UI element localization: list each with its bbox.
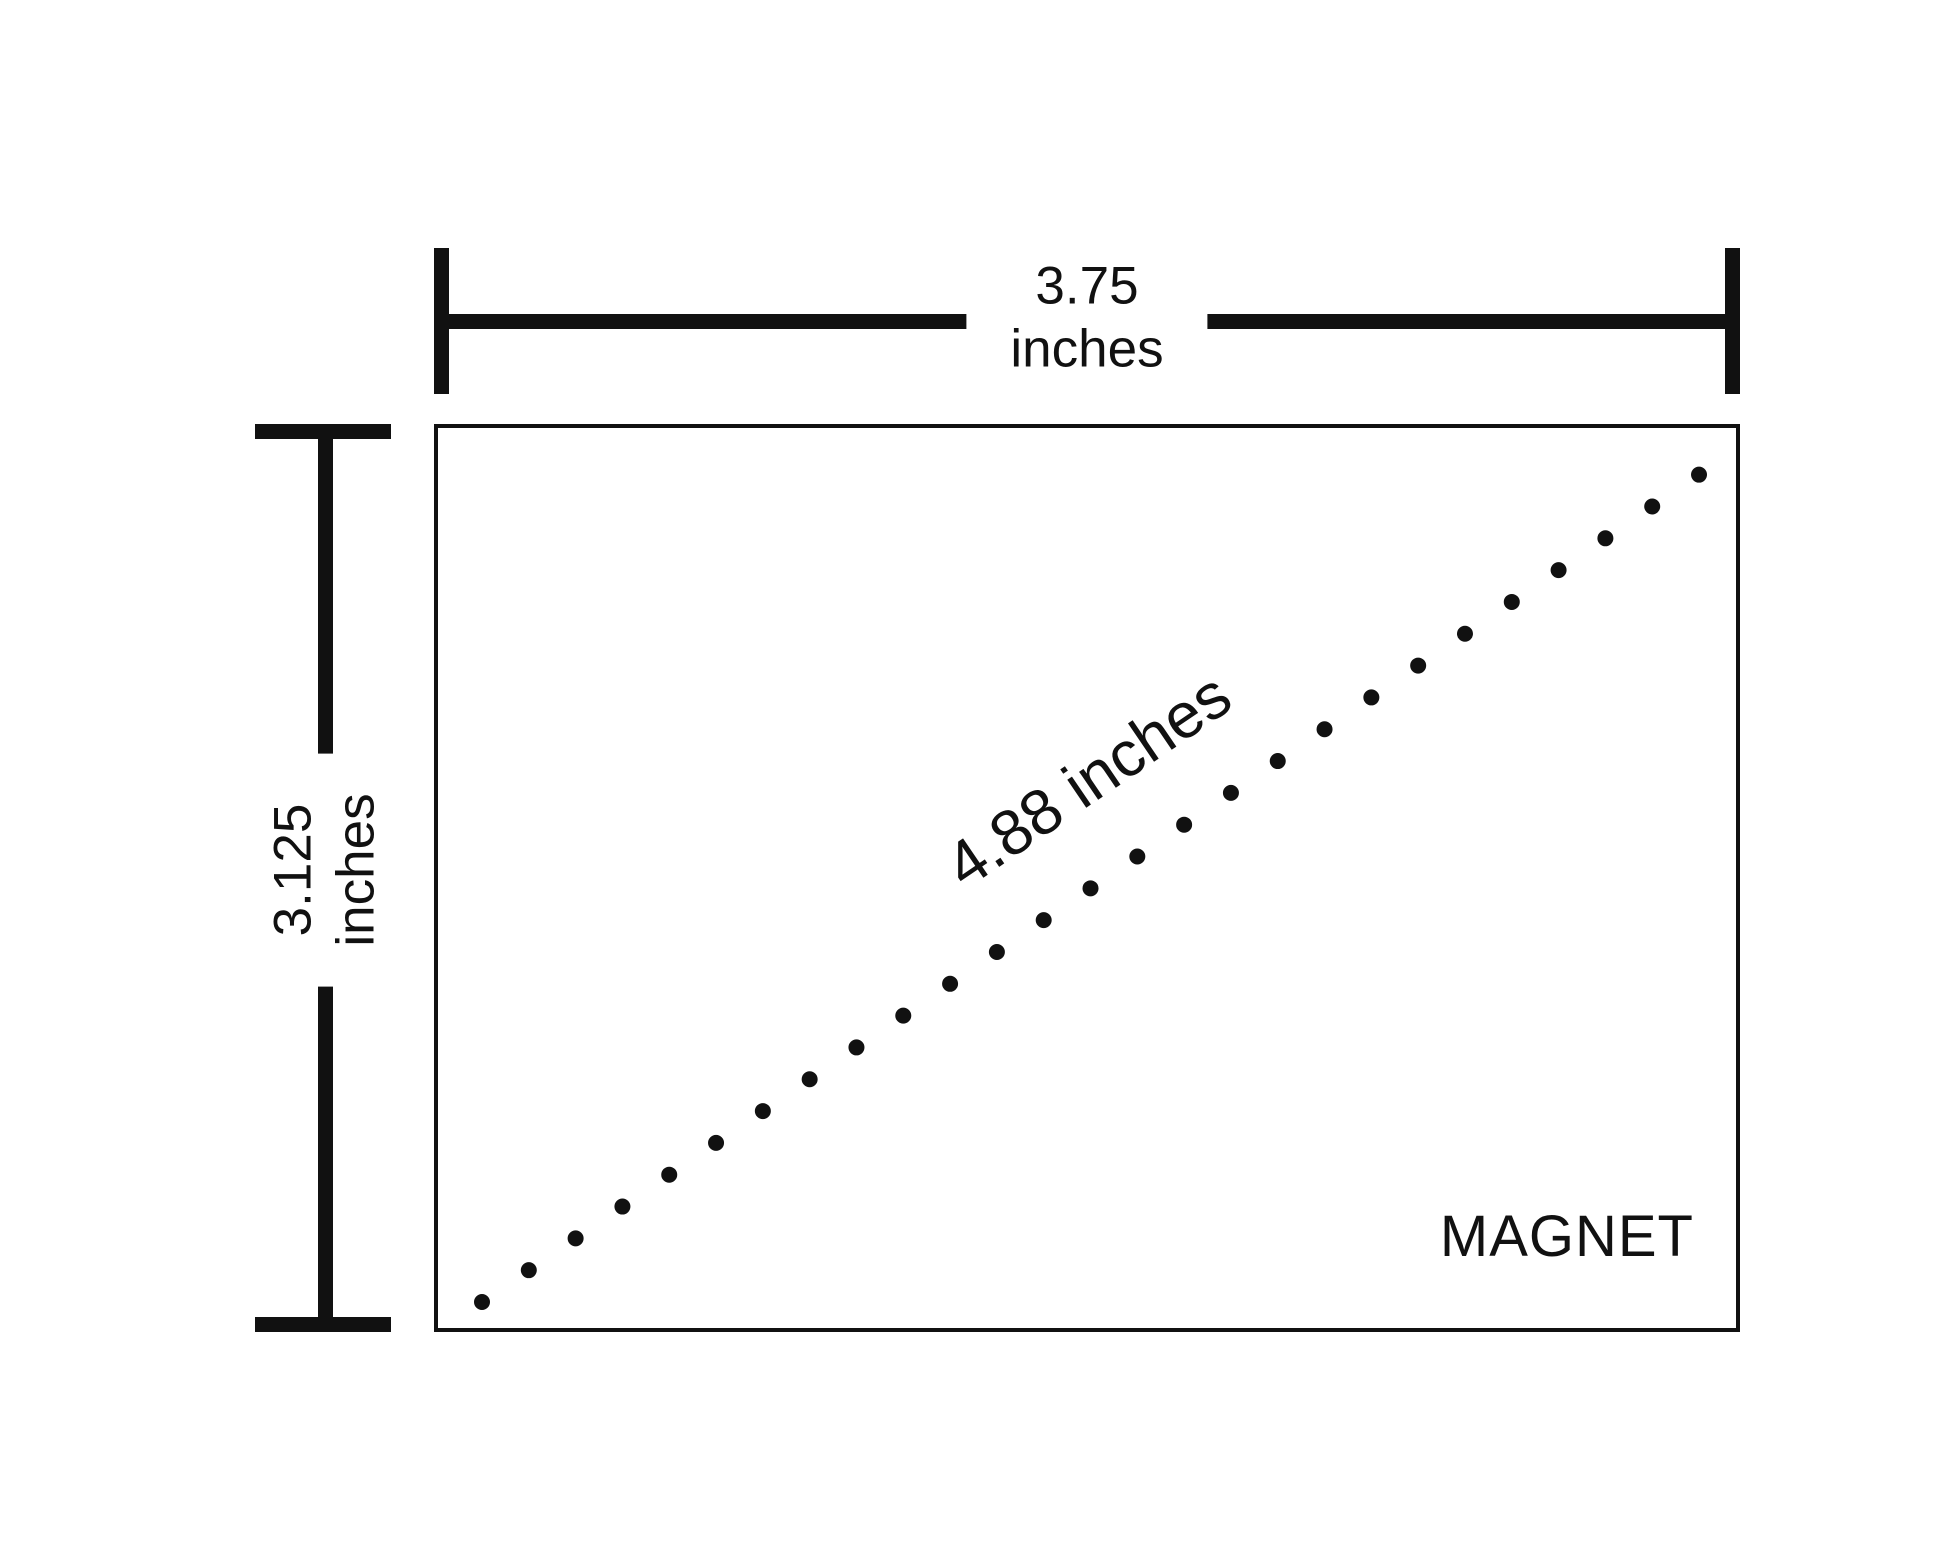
left-dimension-label: 3.125 inches bbox=[256, 753, 394, 987]
magnet-rectangle: 4.88 inches MAGNET bbox=[434, 424, 1740, 1332]
top-dimension-label: 3.75 inches bbox=[966, 251, 1208, 385]
magnet-label: MAGNET bbox=[1439, 1204, 1694, 1269]
top-dimension-left-cap bbox=[434, 248, 449, 394]
top-dimension-right-cap bbox=[1725, 248, 1740, 394]
top-dimension-value: 3.75 bbox=[1035, 256, 1139, 316]
top-dimension-unit: inches bbox=[1010, 319, 1164, 378]
left-dimension-unit: inches bbox=[326, 793, 385, 947]
diagonal-dotted-line bbox=[474, 466, 1708, 1310]
left-dimension-value: 3.125 bbox=[263, 803, 323, 937]
left-dimension-bottom-cap bbox=[255, 1317, 391, 1332]
left-dimension-top-cap bbox=[255, 424, 391, 439]
diagonal-dots bbox=[474, 466, 1708, 1310]
